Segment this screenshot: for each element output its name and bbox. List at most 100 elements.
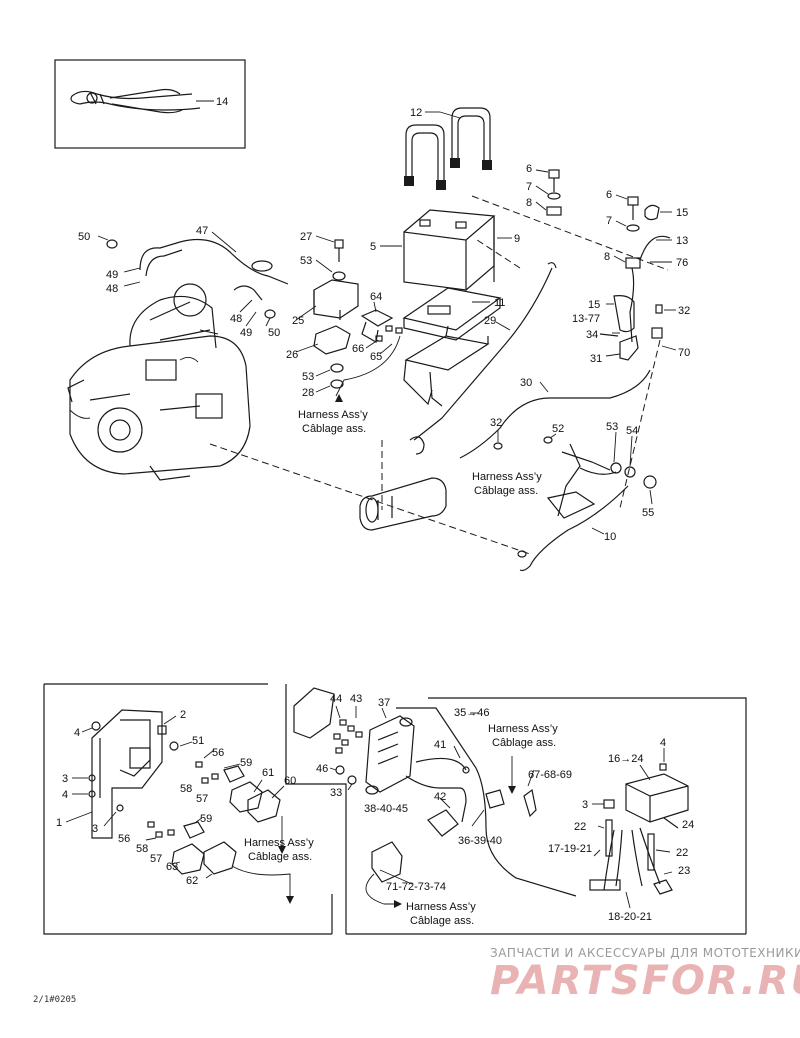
harness-note-5-en: Harness Ass’y: [406, 901, 476, 913]
callout-64: 64: [370, 291, 382, 303]
callout-61: 61: [262, 767, 274, 779]
callout-3c: 3: [582, 799, 588, 811]
callout-50a: 50: [78, 231, 90, 243]
harness-note-3-en: Harness Ass’y: [244, 837, 314, 849]
callout-32a: 32: [678, 305, 690, 317]
voltage-regulator: [295, 235, 359, 393]
callout-66: 66: [352, 343, 364, 355]
callout-48b: 48: [230, 313, 242, 325]
bolt-set-b: [613, 194, 672, 269]
callout-8b: 8: [604, 251, 610, 263]
harness-note-4-en: Harness Ass’y: [488, 723, 558, 735]
callout-37: 37: [378, 697, 390, 709]
callout-50b: 50: [268, 327, 280, 339]
callout-65: 65: [370, 351, 382, 363]
callout-41: 41: [434, 739, 446, 751]
callout-2: 2: [180, 709, 186, 721]
tray-bracket: [403, 325, 490, 407]
callout-15b: 15: [588, 299, 600, 311]
callout-17-19-21: 17-19-21: [548, 843, 592, 855]
callout-12: 12: [410, 107, 422, 119]
callout-23: 23: [678, 865, 690, 877]
callout-52: 52: [552, 423, 564, 435]
callout-55: 55: [642, 507, 654, 519]
callout-18-20-21: 18-20-21: [608, 911, 652, 923]
callout-27: 27: [300, 231, 312, 243]
callout-13-77: 13-77: [572, 313, 600, 325]
lower-left-panel: [43, 683, 333, 935]
callout-10: 10: [604, 531, 616, 543]
harness-note-2-en: Harness Ass’y: [472, 471, 542, 483]
starter-motor: [359, 477, 447, 531]
callout-34: 34: [586, 329, 598, 341]
callout-44: 44: [330, 693, 342, 705]
callout-9: 9: [514, 233, 520, 245]
callout-3a: 3: [62, 773, 68, 785]
battery-straps: [404, 107, 492, 190]
callout-57b: 57: [150, 853, 162, 865]
callout-48a: 48: [106, 283, 118, 295]
callout-14: 14: [216, 96, 228, 108]
harness-note-1-fr: Câblage ass.: [302, 423, 366, 435]
callout-76: 76: [676, 257, 688, 269]
watermark-tagline: ЗАПЧАСТИ И АКСЕССУАРЫ ДЛЯ МОТОТЕХНИКИ: [490, 946, 800, 960]
callout-57a: 57: [196, 793, 208, 805]
callout-59b: 59: [200, 813, 212, 825]
callout-38-40-45: 38-40-45: [364, 803, 408, 815]
reference-code: 2/1#0205: [33, 995, 77, 1005]
callout-42: 42: [434, 791, 446, 803]
battery-tray: [402, 287, 502, 341]
callout-70: 70: [678, 347, 690, 359]
callout-32b: 32: [490, 417, 502, 429]
callout-13: 13: [676, 235, 688, 247]
callout-7a: 7: [526, 181, 532, 193]
battery: [380, 209, 496, 291]
callout-24: 24: [682, 819, 694, 831]
callout-63: 63: [166, 861, 178, 873]
callout-8a: 8: [526, 197, 532, 209]
callout-58a: 58: [180, 783, 192, 795]
callout-22b: 22: [676, 847, 688, 859]
callout-33: 33: [330, 787, 342, 799]
harness-note-5-fr: Câblage ass.: [410, 915, 474, 927]
callout-5: 5: [370, 241, 376, 253]
callout-54: 54: [626, 425, 638, 437]
callout-4a: 4: [74, 727, 80, 739]
callout-53a: 53: [300, 255, 312, 267]
watermark-logo: PARTSFOR.RU: [490, 958, 800, 1004]
callout-53c: 53: [606, 421, 618, 433]
callout-58b: 58: [136, 843, 148, 855]
callout-4c: 4: [660, 737, 666, 749]
callout-7b: 7: [606, 215, 612, 227]
callout-15a: 15: [676, 207, 688, 219]
callout-6a: 6: [526, 163, 532, 175]
callout-53b: 53: [302, 371, 314, 383]
callout-31: 31: [590, 353, 602, 365]
callout-11: 11: [494, 297, 505, 309]
callout-25: 25: [292, 315, 304, 327]
callout-16-24: 16→24: [608, 753, 643, 765]
harness-note-3-fr: Câblage ass.: [248, 851, 312, 863]
bolt-set-a: [535, 169, 562, 216]
lower-right-panel: [285, 684, 747, 935]
callout-4b: 4: [62, 789, 68, 801]
callout-36-39-40: 36-39-40: [458, 835, 502, 847]
callout-56b: 56: [118, 833, 130, 845]
callout-60: 60: [284, 775, 296, 787]
callout-35-46: 35→46: [454, 707, 489, 719]
callout-1: 1: [56, 817, 62, 829]
callout-51: 51: [192, 735, 204, 747]
callout-49a: 49: [106, 269, 118, 281]
callout-62: 62: [186, 875, 198, 887]
callout-6b: 6: [606, 189, 612, 201]
callout-46: 46: [316, 763, 328, 775]
callout-59a: 59: [240, 757, 252, 769]
callout-71-72-73-74: 71-72-73-74: [386, 881, 446, 893]
callout-28: 28: [302, 387, 314, 399]
harness-note-2-fr: Câblage ass.: [474, 485, 538, 497]
engine: [67, 283, 251, 481]
callout-43: 43: [350, 693, 362, 705]
callout-3b: 3: [92, 823, 98, 835]
